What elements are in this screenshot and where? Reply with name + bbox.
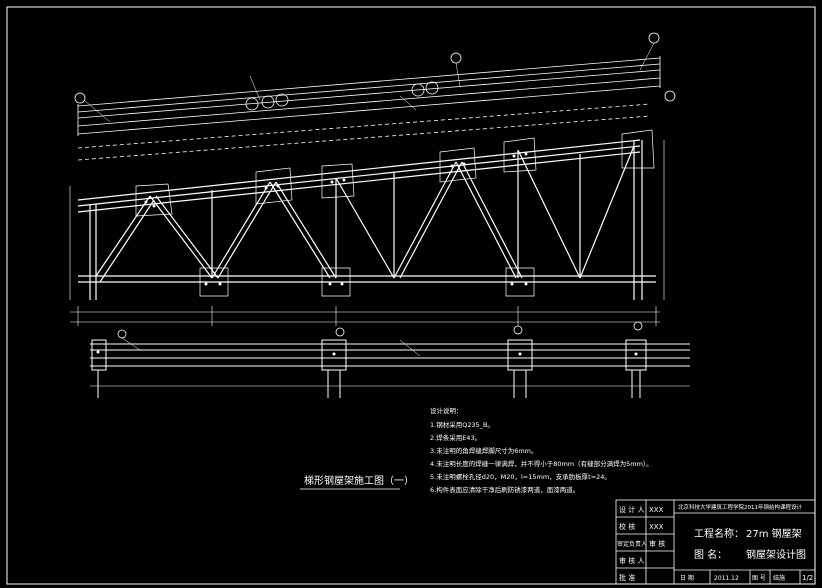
tb-value-designer: XXX	[649, 506, 664, 514]
tb-school: 北京科技大学建筑工程学院2011年钢结构课程设计	[678, 503, 802, 511]
member-mark-circles	[74, 32, 676, 339]
title-block-text: 设 计 人 XXX 校 核 XXX 审定负责人 审 核 审 核 人 批 准 北京…	[617, 503, 813, 582]
bottom-chord-plan	[90, 339, 690, 398]
note-line: 6.构件表面应清除干净后刷防锈漆两道，面漆两道。	[430, 485, 579, 494]
tb-no-label: 图 号	[752, 575, 766, 582]
note-line: 1.钢材采用Q235_B。	[430, 420, 494, 429]
truss-elevation	[77, 139, 656, 300]
tb-project-label: 工程名称：	[694, 527, 744, 540]
tb-value-lead: 审 核	[649, 539, 665, 548]
notes-heading: 设计说明：	[430, 406, 463, 415]
tb-no-value: 结施	[773, 574, 785, 582]
tb-drawing-label: 图 名：	[694, 548, 727, 561]
view-title: 梯形钢屋架施工图（一）	[304, 474, 414, 487]
gusset-plates	[135, 129, 655, 297]
tb-value-checker: XXX	[649, 523, 664, 531]
design-notes: 设计说明： 1.钢材采用Q235_B。 2.焊条采用E43。 3.未注明的角焊缝…	[430, 406, 653, 494]
roof-strip	[77, 56, 661, 161]
note-line: 2.焊条采用E43。	[430, 433, 481, 442]
note-line: 4.未注明长度的焊缝一律满焊，并不得小于80mm（有缝部分满焊为5mm）。	[430, 459, 653, 468]
tb-date-value: 2011.12	[714, 575, 739, 582]
tb-label-checker: 校 核	[619, 522, 635, 531]
tb-label-reviewer: 审 核 人	[619, 556, 644, 565]
tb-drawing-value: 钢屋架设计图	[746, 548, 806, 561]
bolt-holes	[96, 152, 638, 356]
title-block	[615, 499, 816, 585]
tb-label-lead: 审定负责人	[617, 540, 647, 548]
note-line: 5.未注明螺栓孔径d20，M20，l=15mm，支承肋板厚t=24。	[430, 472, 611, 481]
tb-sheet-value: 1/2	[802, 574, 813, 582]
leader-lines	[83, 42, 655, 357]
tb-label-approver: 批 准	[619, 573, 635, 582]
tb-date-label: 日 期	[680, 574, 694, 582]
tb-project-value: 27m 钢屋架	[746, 527, 802, 540]
note-line: 3.未注明的角焊缝焊脚尺寸为6mm。	[430, 446, 538, 455]
sheet-border	[6, 6, 816, 585]
dimension-lines	[69, 140, 665, 326]
tb-label-designer: 设 计 人	[619, 505, 644, 514]
